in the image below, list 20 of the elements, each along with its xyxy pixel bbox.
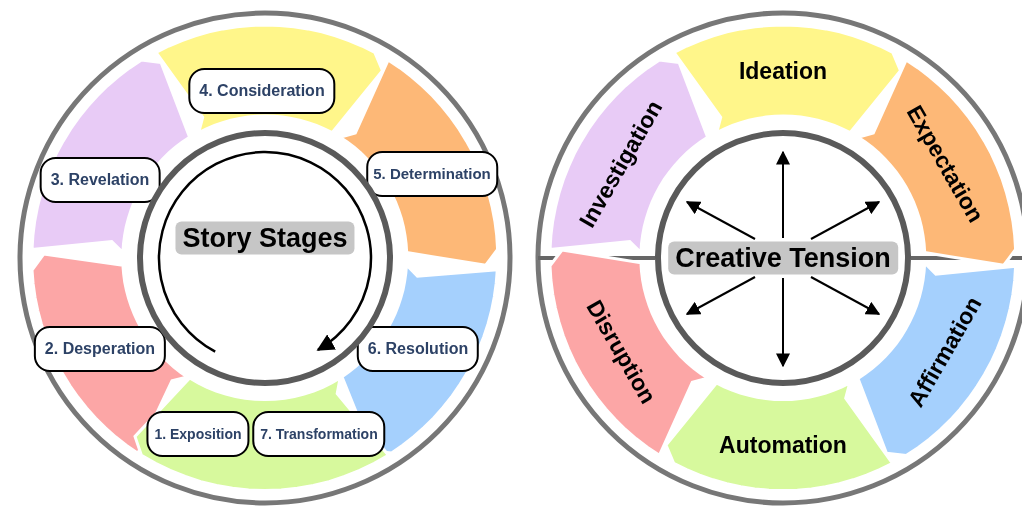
stage-card: 1. Exposition [146,411,250,457]
stage-card: 6. Resolution [356,326,480,372]
stage-card: 3. Revelation [39,157,161,203]
arrow [810,276,881,315]
center-label: Story Stages [175,221,355,255]
stage-card: 4. Consideration [188,68,336,114]
arrow [776,150,790,239]
segment-label: Ideation [738,57,828,84]
ring-segment [135,378,389,491]
arrow [810,201,881,240]
arrow [685,276,756,315]
center-label: Creative Tension [668,241,898,275]
segment-label: Automation [719,432,847,459]
arrow [685,201,756,240]
stage-card: 5. Determination [366,151,498,197]
arrow [776,277,790,368]
stage-card: 2. Desperation [33,326,167,372]
stage-card: 7. Transformation [252,411,386,457]
ring-segment [673,25,901,133]
ring-segment [665,383,893,491]
